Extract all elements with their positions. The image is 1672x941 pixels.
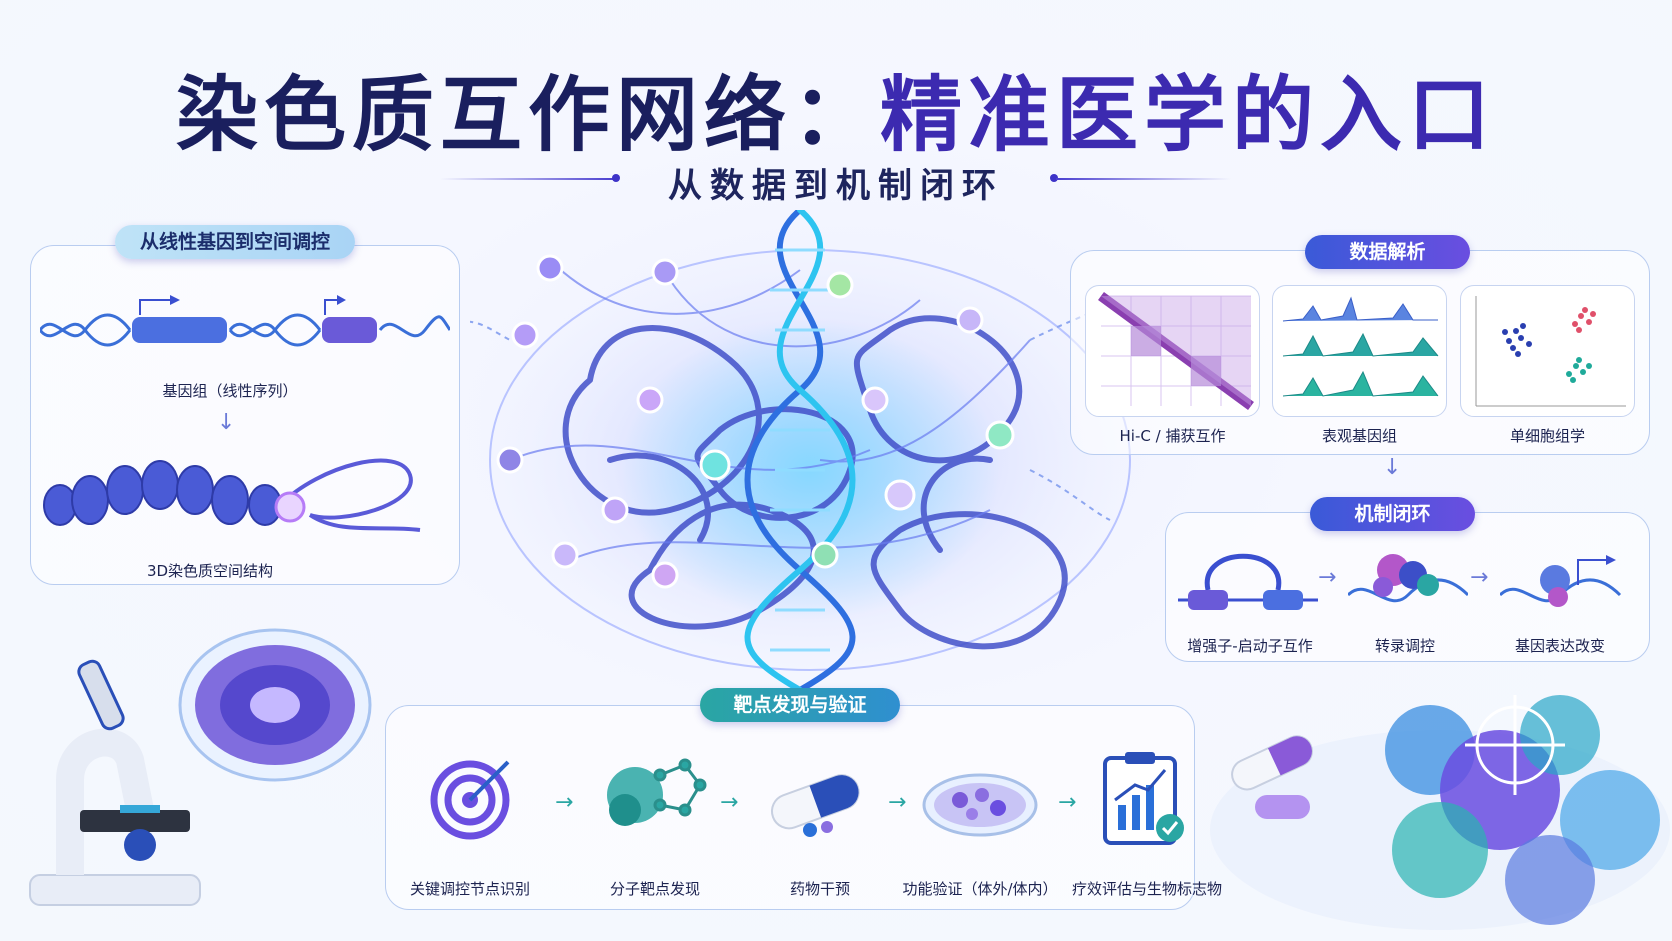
chromatin-tail: [308, 513, 421, 532]
right-arrow-icon-1: →: [1318, 565, 1337, 590]
molecule-icon: [607, 758, 707, 826]
chromatin-network-illustration: [470, 210, 1131, 690]
target-label-4: 功能验证（体外/体内）: [902, 880, 1058, 898]
capsule-icon: [770, 774, 860, 837]
single-cell-card: [1460, 285, 1635, 417]
target-label-2: 分子靶点发现: [609, 880, 700, 898]
dna-rungs: [770, 248, 830, 652]
linear-dna-illustration: [40, 295, 450, 347]
genome-caption: 基因组（线性序列）: [162, 382, 298, 400]
data-panel-header: 数据解析: [1305, 235, 1470, 269]
subtitle-row: 从数据到机制闭环: [0, 158, 1672, 206]
left-panel-header: 从线性基因到空间调控: [115, 225, 355, 259]
down-arrow-icon: ↓: [217, 410, 236, 435]
microscope-icon: [29, 659, 201, 906]
interaction-lines: [509, 259, 1031, 561]
subtitle-left-dot: [612, 174, 620, 182]
gene-block-1: [132, 317, 227, 343]
subtitle-right-line: [1056, 178, 1231, 180]
right-arrow-icon-3: →: [555, 790, 574, 815]
transcription-complex-icon: [1348, 554, 1468, 603]
subtitle-left-line: [440, 178, 615, 180]
promoter-arrowhead-1: [170, 295, 180, 305]
promoter-arrow-1: [139, 299, 175, 315]
structure-caption: 3D染色质空间结构: [146, 562, 274, 580]
cell-cluster: [1385, 695, 1660, 925]
down-arrow-icon-2: ↓: [1383, 455, 1402, 480]
nucleosome-beads: [43, 460, 282, 526]
page-title: 染色质互作网络：精准医学的入口: [0, 48, 1672, 167]
subtitle-right-dot: [1050, 174, 1058, 182]
enhancer-promoter-icon: [1178, 553, 1318, 610]
target-label-5: 疗效评估与生物标志物: [1072, 880, 1223, 898]
right-arrow-icon-5: →: [888, 790, 907, 815]
data-item-label-1: Hi-C / 捕获互作: [1119, 427, 1226, 445]
hic-heatmap-icon: [1098, 291, 1254, 411]
cells-and-pills-illustration: [1210, 695, 1670, 930]
mechanism-panel-header: 机制闭环: [1310, 497, 1475, 531]
right-arrow-icon-4: →: [720, 790, 739, 815]
chromatin-loop: [278, 458, 413, 520]
mechanism-label-2: 转录调控: [1374, 637, 1435, 655]
data-item-label-2: 表观基因组: [1321, 427, 1397, 445]
petri-dish-icon: [922, 773, 1038, 837]
umap-scatter-icon: [1475, 296, 1626, 407]
mechanism-label-1: 增强子-启动子互作: [1187, 637, 1313, 655]
gene-block-2: [322, 317, 377, 343]
hic-card: [1085, 285, 1260, 417]
target-panel-header: 靶点发现与验证: [700, 688, 900, 722]
right-arrow-icon-2: →: [1470, 565, 1489, 590]
crosshair-icon: [1465, 695, 1565, 795]
promoter-arrowhead-2: [337, 295, 346, 305]
subtitle: 从数据到机制闭环: [668, 166, 1004, 206]
signal-tracks-icon: [1282, 296, 1439, 397]
target-icon: [430, 760, 510, 840]
title-accent: 精准医学的入口: [880, 68, 1497, 163]
promoter-arrow-2: [324, 299, 340, 315]
data-item-label-3: 单细胞组学: [1509, 427, 1585, 445]
gene-expression-icon: [1500, 555, 1622, 607]
right-arrow-icon-6: →: [1058, 790, 1077, 815]
cell-dish-icon: [178, 628, 372, 782]
report-chart-icon: [1103, 752, 1184, 845]
linear-dna-strands: [40, 313, 450, 347]
title-main: 染色质互作网络：: [175, 68, 880, 163]
pill-capsule-1: [1231, 735, 1313, 791]
network-nodes: [496, 254, 1015, 589]
pill-capsule-2: [1255, 795, 1310, 819]
target-label-1: 关键调控节点识别: [409, 880, 530, 898]
target-label-3: 药物干预: [789, 880, 850, 898]
epigenome-card: [1272, 285, 1447, 417]
interaction-hotspot: [274, 491, 306, 523]
chromatin-3d-illustration: [43, 458, 421, 532]
dna-helix: [744, 210, 856, 690]
mechanism-label-3: 基因表达改变: [1514, 637, 1605, 655]
